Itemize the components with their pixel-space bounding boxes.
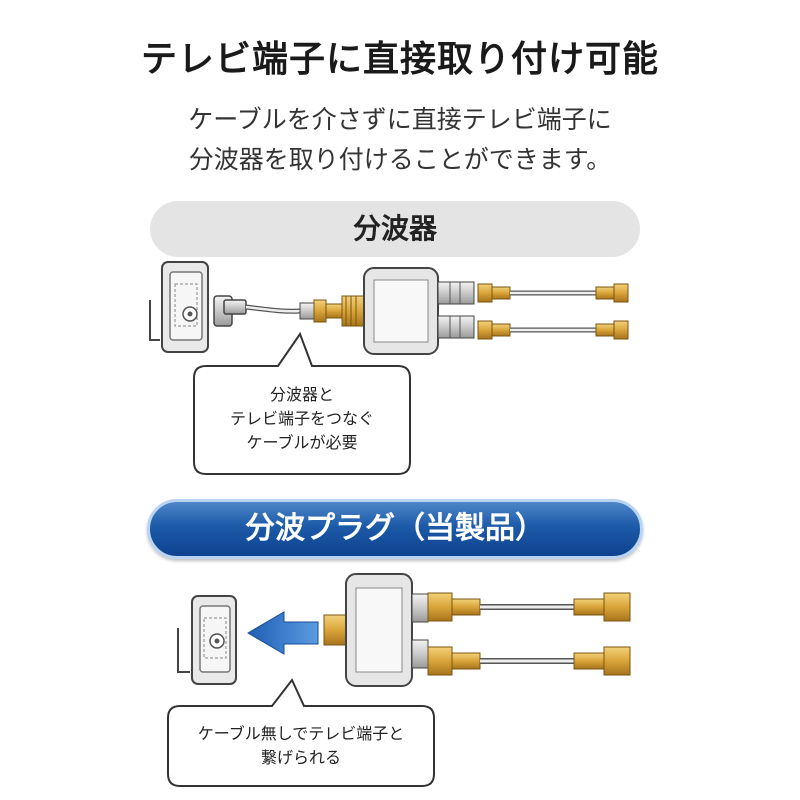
speech-bubble-1 — [193, 331, 411, 475]
description-line-1: ケーブルを介さずに直接テレビ端子に — [188, 105, 612, 134]
page-title: テレビ端子に直接取り付け可能 — [140, 39, 659, 80]
l-plug-cable-icon — [213, 295, 365, 327]
output-cable-icon — [477, 320, 629, 340]
output-cable-icon — [427, 646, 631, 676]
speech-bubble-2 — [167, 678, 435, 787]
bubble-1-line-3: ケーブルが必要 — [246, 433, 358, 452]
left-arrow-icon — [247, 611, 319, 655]
description: ケーブルを介さずに直接テレビ端子に 分波器を取り付けることができます。 — [0, 100, 800, 180]
bubble-2-line-1: ケーブル無しでテレビ端子と — [197, 724, 405, 743]
splitter-plug-icon — [323, 573, 429, 687]
description-line-2: 分波器を取り付けることができます。 — [188, 145, 612, 174]
section-label-splitter: 分波器 — [150, 201, 640, 257]
wall-outlet-icon — [149, 261, 209, 353]
output-cable-icon — [477, 283, 629, 303]
speech-bubble-1-text: 分波器と テレビ端子をつなぐ ケーブルが必要 — [196, 383, 408, 455]
output-cable-icon — [427, 592, 631, 622]
section-label-splitter-plug: 分波プラグ（当製品） — [147, 499, 643, 559]
bubble-1-line-1: 分波器と — [269, 385, 334, 404]
splitter-icon — [363, 267, 475, 355]
speech-bubble-2-text: ケーブル無しでテレビ端子と 繋げられる — [170, 722, 432, 770]
bubble-2-line-2: 繋げられる — [260, 748, 341, 767]
wall-outlet-icon — [177, 595, 237, 685]
bubble-1-line-2: テレビ端子をつなぐ — [229, 409, 374, 428]
